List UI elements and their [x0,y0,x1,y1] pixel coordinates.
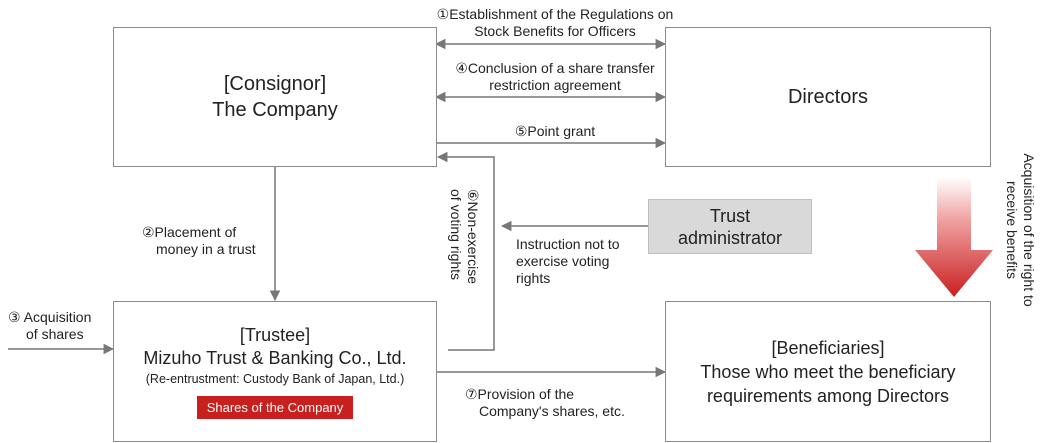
beneficiaries-box: [Beneficiaries] Those who meet the benef… [665,301,991,442]
instruction-label: Instruction not to exercise voting right… [516,236,620,286]
trustee-box: [Trustee] Mizuho Trust & Banking Co., Lt… [113,301,437,442]
step6-label: ⑥Non-exercise of voting rights [448,189,481,285]
step7-label: ⑦Provision of the Company's shares, etc. [465,386,625,419]
acquisition-right-label: Acquisition of the right to receive bene… [1004,153,1037,307]
directors-box: Directors [665,27,991,167]
trustee-reentrustment: (Re-entrustment: Custody Bank of Japan, … [145,372,405,386]
trust-admin-line2: administrator [677,227,783,248]
step1-label: ①Establishment of the Regulations on Sto… [436,6,674,39]
trust-administrator-box: Trust administrator [648,199,812,254]
consignor-role: [Consignor] [223,73,327,95]
trust-admin-line1: Trust [709,205,751,226]
trustee-role: [Trustee] [239,325,311,345]
beneficiaries-role: [Beneficiaries] [771,337,885,358]
step5-label: ⑤Point grant [514,123,596,139]
trustee-name: Mizuho Trust & Banking Co., Ltd. [143,348,407,368]
step3-label: ③ Acquisition of shares [8,309,92,342]
shares-tag: Shares of the Company [196,396,354,419]
step2-label: ②Placement of money in a trust [142,224,256,257]
step4-label: ④Conclusion of a share transfer restrict… [455,60,655,93]
consignor-name: The Company [212,99,338,121]
beneficiaries-line3: requirements among Directors [706,385,950,406]
beneficiaries-line2: Those who meet the beneficiary [700,361,956,382]
directors-label: Directors [787,86,868,108]
consignor-box: [Consignor] The Company [113,27,437,167]
arrow-non-exercise [436,151,495,351]
big-red-arrow [915,177,993,297]
